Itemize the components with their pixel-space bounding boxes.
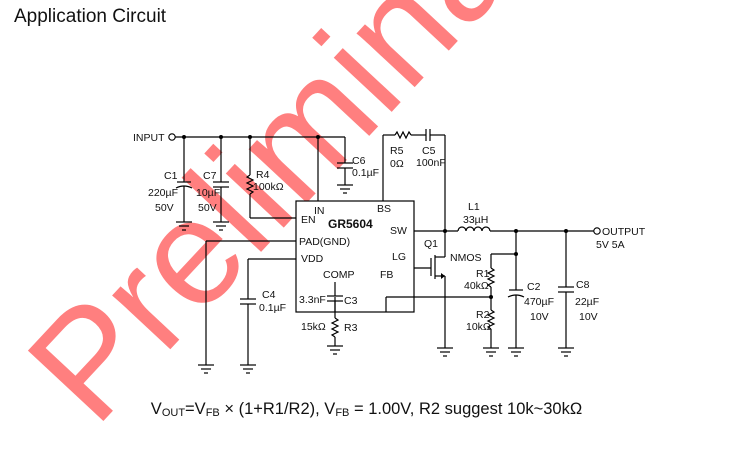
q1-type: NMOS xyxy=(450,252,482,264)
l1-value: 33µH xyxy=(463,214,488,226)
resistor-r4: R4 100kΩ xyxy=(245,137,296,219)
c2-value: 470µF xyxy=(524,296,554,308)
c2-ref: C2 xyxy=(527,281,541,293)
c3-ref: C3 xyxy=(344,295,358,307)
input-terminal xyxy=(168,133,176,141)
pin-pad: PAD(GND) xyxy=(299,236,350,248)
c1-ref: C1 xyxy=(164,170,178,182)
capacitor-c7: C7 10µF 50V xyxy=(196,137,229,231)
ground-icon xyxy=(176,221,192,231)
transistor-q1: Q1 NMOS xyxy=(414,231,482,357)
c6-value: 0.1µF xyxy=(352,167,379,179)
ground-icon xyxy=(198,364,214,374)
capacitor-c8: C8 22µF 10V xyxy=(558,231,599,357)
r3-ref: R3 xyxy=(344,322,358,334)
c8-rating: 10V xyxy=(579,311,598,323)
r5-value: 0Ω xyxy=(390,158,404,170)
pin-sw: SW xyxy=(390,225,407,237)
c7-value: 10µF xyxy=(196,187,220,199)
output-label: OUTPUT xyxy=(602,226,646,238)
capacitor-c1: C1 220µF 50V xyxy=(148,137,193,231)
c8-ref: C8 xyxy=(576,279,590,291)
pin-bs: BS xyxy=(377,203,391,215)
input-label: INPUT xyxy=(133,132,165,144)
pin-en: EN xyxy=(301,214,316,226)
ground-icon xyxy=(483,347,499,357)
feedback-divider: R1 40kΩ R2 10kΩ xyxy=(385,231,518,357)
section-title: Application Circuit xyxy=(14,6,167,27)
pin-in: IN xyxy=(314,205,325,217)
r1-ref: R1 xyxy=(476,268,490,280)
c7-rating: 50V xyxy=(198,202,217,214)
capacitor-c4: C4 0.1µF xyxy=(240,258,296,374)
c5-value: 100nF xyxy=(416,157,446,169)
ic-gr5604: GR5604 IN BS EN SW PAD(GND) VDD LG COMP … xyxy=(295,200,415,313)
ground-icon xyxy=(337,184,353,194)
capacitor-c6: C6 0.1µF xyxy=(337,155,379,194)
r1-value: 40kΩ xyxy=(464,280,489,292)
r2-ref: R2 xyxy=(476,309,490,321)
output-voltage-formula: VOUT=VFB × (1+R1/R2), VFB = 1.00V, R2 su… xyxy=(0,400,733,419)
c5-ref: C5 xyxy=(422,145,436,157)
comp-network: 3.3nF C3 15kΩ R3 xyxy=(299,282,358,355)
r4-ref: R4 xyxy=(256,169,270,181)
formula-out-sub: OUT xyxy=(161,407,186,419)
ground-icon xyxy=(437,347,453,357)
ground-icon xyxy=(213,221,229,231)
c1-rating: 50V xyxy=(155,202,174,214)
r5-ref: R5 xyxy=(390,145,404,157)
r4-value: 100kΩ xyxy=(253,181,284,193)
ground-icon xyxy=(508,347,524,357)
formula-tail: = 1.00V, R2 suggest 10k~30kΩ xyxy=(349,400,583,418)
ic-name: GR5604 xyxy=(328,217,373,231)
formula-mid: × (1+R1/R2), V xyxy=(219,400,336,418)
q1-ref: Q1 xyxy=(424,238,438,250)
pin-vdd: VDD xyxy=(301,253,324,265)
output-stage: L1 33µH xyxy=(414,201,594,233)
ground-icon xyxy=(327,345,343,355)
pad-ground xyxy=(198,240,296,374)
formula-eq: =V xyxy=(185,400,206,418)
capacitor-c2: C2 470µF 10V xyxy=(507,281,554,357)
output-terminal xyxy=(593,227,601,235)
c2-rating: 10V xyxy=(530,311,549,323)
ground-icon xyxy=(558,347,574,357)
pin-comp: COMP xyxy=(323,269,355,281)
c4-value: 0.1µF xyxy=(259,302,286,314)
c1-value: 220µF xyxy=(148,187,178,199)
pin-lg: LG xyxy=(392,251,406,263)
c4-ref: C4 xyxy=(262,289,276,301)
l1-ref: L1 xyxy=(468,201,480,213)
bootstrap-network: R5 0Ω C5 100nF xyxy=(382,129,446,231)
formula-v: V xyxy=(150,400,162,418)
c3-value: 3.3nF xyxy=(299,294,326,306)
c7-ref: C7 xyxy=(203,170,217,182)
r3-value: 15kΩ xyxy=(301,321,326,333)
formula-fb-sub2: FB xyxy=(335,407,350,419)
formula-fb-sub: FB xyxy=(205,407,220,419)
r2-value: 10kΩ xyxy=(466,321,491,333)
pin-fb: FB xyxy=(380,269,393,281)
ground-icon xyxy=(240,364,256,374)
c8-value: 22µF xyxy=(575,296,599,308)
c6-ref: C6 xyxy=(352,155,366,167)
output-rating: 5V 5A xyxy=(596,239,625,251)
